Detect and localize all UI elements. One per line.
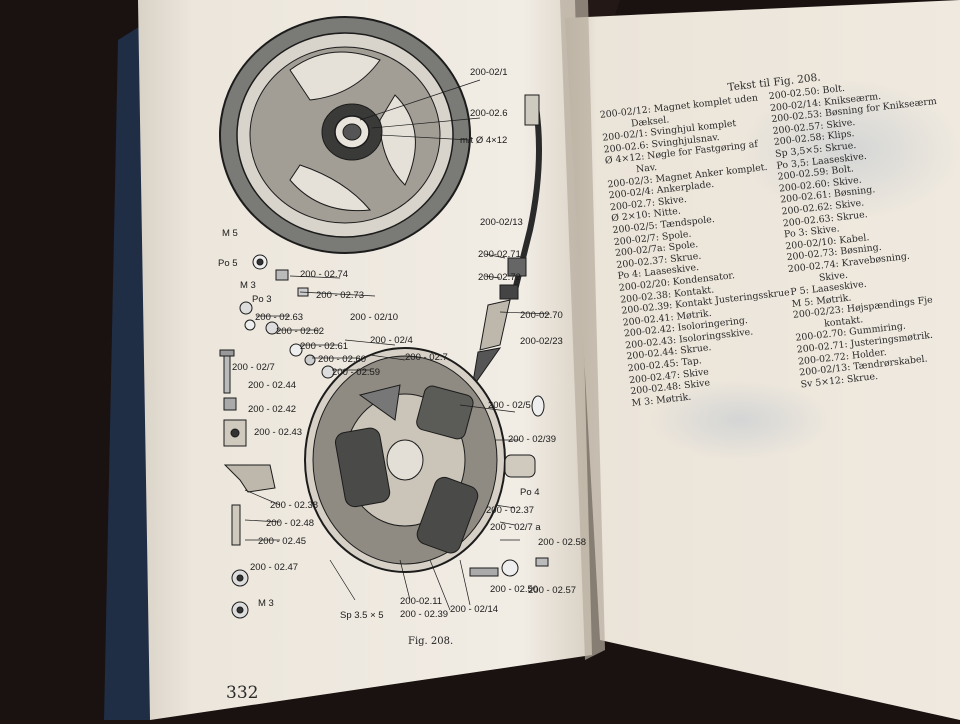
label-laaseskive-37: 200 - 02.37 [486,505,534,516]
figure-caption: Fig. 208. [408,636,453,647]
label-po5: Po 5 [218,258,238,269]
label-holder: 200-02.72 [478,272,521,283]
label-cable: 200-02/13 [480,217,523,228]
label-bolt-50: 200 - 02.50 [490,584,538,595]
legend-text: Møtrik. [655,391,692,407]
stator-drawing [304,347,506,573]
label-kravebosning: 200 - 02.74 [300,269,348,280]
label-flywheel: 200-02/1 [470,67,508,78]
label-po4: Po 4 [520,487,540,498]
label-skive-42: 200 - 02.42 [248,404,296,415]
label-screw-63: 200 - 02.63 [255,312,303,323]
diagram-label-group: 200-02/1 200-02.6 m/t Ø 4×12 200-02/13 2… [218,67,586,621]
legend-text: Skive [683,377,711,392]
label-knikseram-14: 200 - 02/14 [450,604,498,615]
page-number: 332 [226,683,258,703]
book-cover-edge [104,20,150,720]
label-kondensator-39: 200 - 02/39 [508,434,556,445]
legend-code: M 3: [631,395,657,409]
label-sp: Sp 3.5 × 5 [340,610,384,621]
label-m3-top: M 3 [240,280,256,291]
label-po3: Po 3 [252,294,272,305]
label-m5: M 5 [222,228,238,239]
label-cable-shoe: 200-02/23 [520,336,563,347]
flywheel-drawing [219,16,471,254]
label-isolering-43: 200 - 02.43 [254,427,302,438]
label-anker-4: 200 - 02/4 [370,335,413,346]
label-nut: m/t Ø 4×12 [460,135,507,146]
legend-text: Skrue. [846,370,879,386]
label-tap-38: 200 - 02.38 [270,500,318,511]
label-bolt-73: 200 - 02.73 [316,290,364,301]
label-skive-60: 200 - 02.60 [318,354,366,365]
label-hub: 200-02.6 [470,108,508,119]
label-klips-58: 200 - 02.58 [538,537,586,548]
label-kontakt-39b: 200 - 02.39 [400,609,448,620]
label-ring: 200-02.71 [478,249,521,260]
label-screw-62: 200 - 02.62 [276,326,324,337]
label-gummiring: 200-02.70 [520,310,563,321]
leader-lines [244,253,551,611]
label-spole-44: 200 - 02.44 [248,380,296,391]
label-bolt-59: 200 - 02.59 [332,367,380,378]
legend-block: Tekst til Fig. 208. 200-02/12: Magnet ko… [598,58,960,435]
label-spole-5: 200 - 02/5 [488,400,531,411]
label-skrue-45: 200 - 02.45 [258,536,306,547]
label-skive-47: 200 - 02.47 [250,562,298,573]
exploded-diagram [219,16,551,619]
label-m3-bottom: M 3 [258,598,274,609]
label-spole-7: 200 - 02/7 [232,362,275,373]
legend-right-column: 200-02.50: Bolt.200-02/14: Knikseærm.200… [768,69,960,391]
label-skive-61: 200 - 02.61 [300,341,348,352]
label-ankerplade-7: 200 - 02.7 [405,352,448,363]
label-spole-7a: 200 - 02/7 a [490,522,541,533]
label-skrue-57: 200 - 02.57 [528,585,576,596]
label-kabel-10: 200 - 02/10 [350,312,398,323]
gutter [560,0,605,660]
label-kontakt-11: 200-02.11 [400,596,442,607]
label-skive-48: 200 - 02.48 [266,518,314,529]
